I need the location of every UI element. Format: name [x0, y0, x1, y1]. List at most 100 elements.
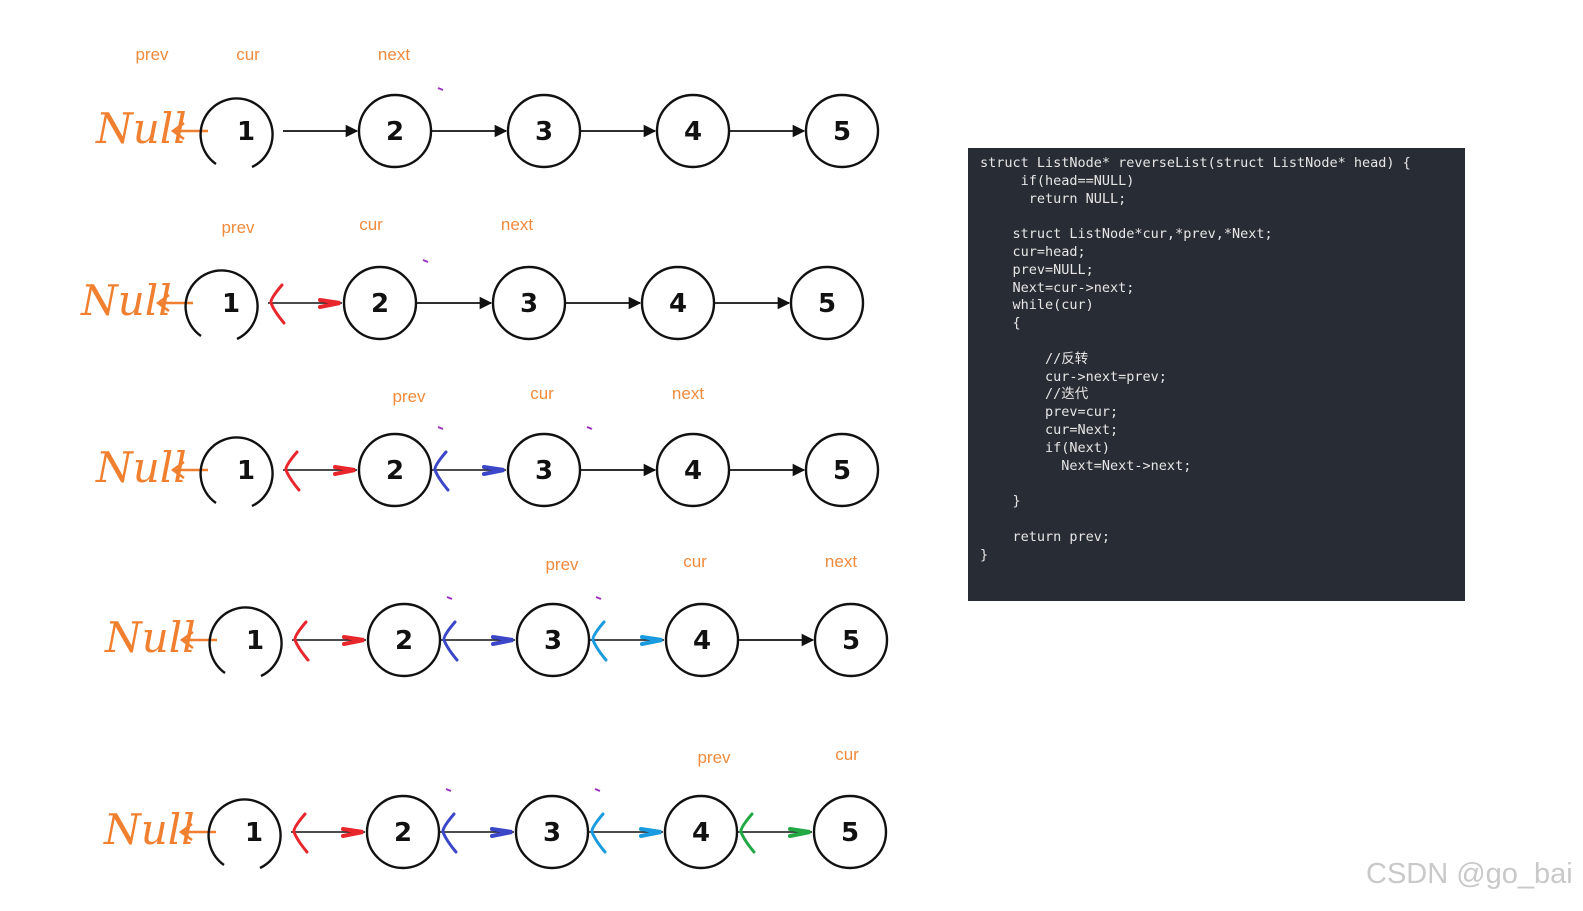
scribble-mark: [788, 827, 811, 838]
node-label: 4: [684, 456, 702, 486]
pointer-label-prev: prev: [697, 748, 731, 767]
pointer-label-next: next: [672, 384, 704, 403]
node-circle: [514, 794, 590, 870]
scribble-mark: [640, 635, 663, 646]
code-line: }: [980, 493, 1021, 510]
null-arrow-head: [179, 630, 194, 650]
reversed-arrow-head: [292, 812, 309, 854]
node-circle-head: [208, 606, 283, 678]
null-label: Null: [80, 276, 172, 325]
node-circle-head: [184, 269, 259, 341]
null-label: Null: [95, 443, 187, 492]
null-label: Null: [103, 805, 195, 854]
code-line: struct ListNode*cur,*prev,*Next;: [980, 226, 1273, 243]
node-label: 4: [693, 626, 711, 656]
pointer-label-prev: prev: [135, 45, 169, 64]
node-label: 5: [833, 456, 851, 486]
node-label: 1: [246, 626, 264, 656]
reversed-arrow-head: [441, 812, 458, 854]
pointer-label-prev: prev: [221, 218, 255, 237]
reversed-arrow-head: [284, 450, 301, 492]
code-line: cur=head;: [980, 243, 1086, 260]
node-circle: [366, 602, 442, 678]
reversed-arrow-head: [433, 450, 450, 492]
scribble-mark: [491, 635, 514, 646]
reversed-arrow-head: [269, 283, 286, 325]
code-line: prev=NULL;: [980, 261, 1094, 278]
code-line: if(head==NULL): [980, 172, 1135, 189]
pointer-label-cur: cur: [835, 745, 859, 764]
node-circle: [365, 794, 441, 870]
node-label: 1: [245, 818, 263, 848]
code-line: cur->next=prev;: [980, 368, 1167, 385]
scribble-mark: [318, 298, 341, 309]
scribble-mark: [342, 635, 365, 646]
pointer-label-next: next: [501, 215, 533, 234]
purple-tick: [422, 259, 429, 263]
node-circle: [342, 265, 418, 341]
node-circle: [506, 93, 582, 169]
node-label: 1: [237, 117, 255, 147]
node-circle: [357, 432, 433, 508]
purple-tick: [586, 426, 593, 430]
scribble-mark: [333, 465, 356, 476]
purple-tick: [437, 87, 444, 91]
node-circle: [663, 794, 739, 870]
null-arrow-head: [178, 822, 193, 842]
node-label: 2: [395, 626, 413, 656]
pointer-label-next: next: [825, 552, 857, 571]
node-circle: [664, 602, 740, 678]
scribble-mark: [490, 827, 513, 838]
null-label: Null: [95, 104, 187, 153]
code-line: return prev;: [980, 528, 1111, 545]
code-line: [980, 475, 1465, 493]
csdn-watermark: CSDN @go_bai: [1366, 858, 1573, 890]
node-label: 2: [386, 456, 404, 486]
node-label: 3: [544, 626, 562, 656]
code-line: {: [980, 315, 1021, 332]
pointer-label-cur: cur: [683, 552, 707, 571]
node-circle: [804, 432, 880, 508]
pointer-label-cur: cur: [530, 384, 554, 403]
node-circle-head: [199, 97, 274, 169]
node-label: 2: [371, 289, 389, 319]
node-circle: [812, 794, 888, 870]
null-arrow-head: [170, 460, 185, 480]
node-label: 3: [535, 456, 553, 486]
code-line: cur=Next;: [980, 421, 1119, 438]
reversed-arrow-head: [442, 620, 459, 662]
purple-tick: [437, 426, 444, 430]
node-label: 5: [833, 117, 851, 147]
scribble-mark: [482, 465, 505, 476]
node-label: 4: [692, 818, 710, 848]
code-line: Next=cur->next;: [980, 279, 1135, 296]
node-label: 4: [669, 289, 687, 319]
node-label: 1: [222, 289, 240, 319]
node-label: 4: [684, 117, 702, 147]
node-label: 5: [818, 289, 836, 319]
reversed-arrow-head: [293, 620, 310, 662]
node-label: 2: [394, 818, 412, 848]
pointer-label-cur: cur: [359, 215, 383, 234]
node-label: 3: [535, 117, 553, 147]
node-circle: [491, 265, 567, 341]
null-arrow-head: [170, 121, 185, 141]
code-line: struct ListNode* reverseList(struct List…: [980, 155, 1411, 171]
scribble-mark: [639, 827, 662, 838]
node-label: 5: [842, 626, 860, 656]
code-line: [980, 333, 1465, 351]
pointer-label-cur: cur: [236, 45, 260, 64]
node-label: 3: [543, 818, 561, 848]
code-line: //迭代: [980, 386, 1089, 403]
node-label: 2: [386, 117, 404, 147]
code-line: [980, 511, 1465, 529]
node-circle: [655, 432, 731, 508]
pointer-label-next: next: [378, 45, 410, 64]
purple-tick: [594, 788, 601, 792]
node-circle: [789, 265, 865, 341]
code-line: [980, 208, 1465, 226]
node-label: 3: [520, 289, 538, 319]
reversed-arrow-head: [739, 812, 756, 854]
